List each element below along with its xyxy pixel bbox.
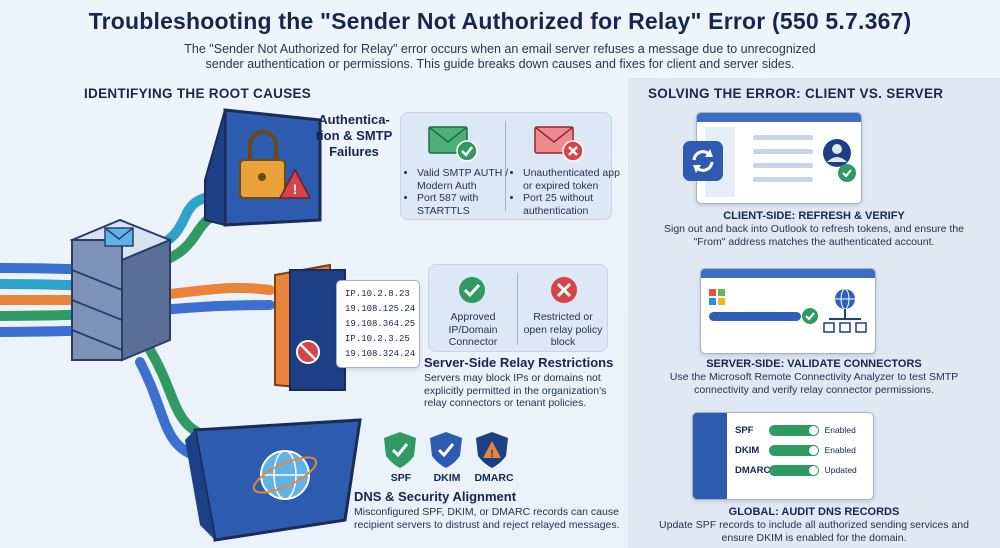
ip-entry: IP.10.2.3.25 — [345, 334, 410, 344]
global-title: GLOBAL: AUDIT DNS RECORDS — [728, 506, 900, 518]
list-item: Valid SMTP AUTH / Modern Auth — [417, 167, 517, 192]
list-item: Unauthenticated app or expired token — [523, 167, 627, 192]
dns-body: Misconfigured SPF, DKIM, or DMARC record… — [354, 506, 620, 531]
relay-body: Servers may block IPs or domains not exp… — [424, 372, 607, 409]
ip-entry: 19.108.364.25 — [345, 319, 416, 329]
outlook-window — [696, 112, 862, 204]
auth-card: Valid SMTP AUTH / Modern Auth Port 587 w… — [400, 112, 620, 220]
client-body: Sign out and back into Outlook to refres… — [663, 223, 965, 248]
divider — [505, 121, 506, 211]
dns-title: DNS & Security Alignment — [354, 489, 517, 504]
dns-records-window: SPF Enabled DKIM Enabled DMARC Updated — [692, 412, 874, 500]
auth-good-list: Valid SMTP AUTH / Modern Auth Port 587 w… — [401, 167, 517, 217]
list-item: Port 587 with STARTTLS — [417, 192, 517, 217]
account-avatar-icon — [823, 139, 856, 182]
client-title: CLIENT-SIDE: REFRESH & VERIFY — [723, 210, 905, 222]
relay-title: Server-Side Relay Restrictions — [424, 355, 614, 370]
svg-text:!: ! — [293, 181, 298, 197]
auth-bad-list: Unauthenticated app or expired token Por… — [507, 167, 627, 217]
global-body: Update SPF records to include all author… — [659, 519, 969, 544]
dkim-shield-icon — [430, 432, 462, 468]
toggle-icon — [769, 465, 819, 476]
server-stack-icon — [69, 218, 173, 362]
root-causes-illustration: ! — [0, 108, 362, 542]
dmarc-shield-icon: ! — [476, 432, 508, 468]
dns-row-dmarc: DMARC Updated — [735, 465, 857, 477]
connectivity-analyzer-window — [700, 268, 876, 354]
relay-card: Approved IP/Domain Connector Restricted … — [428, 264, 608, 352]
server-body: Use the Microsoft Remote Connectivity An… — [669, 371, 959, 396]
ip-list-window: IP.10.2.8.23 19.108.125.24 19.108.364.25… — [336, 280, 420, 368]
approved-check-icon — [459, 277, 485, 303]
shield-label: DMARC — [474, 472, 514, 484]
relay-shield-icon — [274, 263, 346, 392]
root-causes-heading: IDENTIFYING THE ROOT CAUSES — [84, 86, 312, 101]
toggle-icon — [769, 445, 819, 456]
network-globe-icon — [823, 288, 867, 333]
auth-shield-icon: ! — [204, 108, 322, 227]
refresh-icon — [683, 141, 723, 181]
approved-label: Approved IP/Domain Connector — [448, 311, 498, 348]
dns-shield-icon — [185, 418, 362, 542]
microsoft-logo-icon — [709, 289, 725, 305]
restricted-label: Restricted or open relay policy block — [523, 311, 603, 348]
restricted-x-icon — [551, 277, 577, 303]
spf-shield-icon — [384, 432, 416, 468]
shield-label: DKIM — [433, 472, 461, 484]
server-title: SERVER-SIDE: VALIDATE CONNECTORS — [706, 358, 922, 370]
intro-text: The "Sender Not Authorized for Relay" er… — [184, 42, 816, 71]
dns-shields: ! — [384, 432, 508, 468]
toggle-icon — [769, 425, 819, 436]
divider — [517, 273, 518, 345]
svg-text:!: ! — [490, 448, 494, 460]
invalid-mail-icon — [534, 126, 584, 162]
dns-row-spf: SPF Enabled — [735, 425, 856, 437]
solutions-heading: SOLVING THE ERROR: CLIENT VS. SERVER — [648, 86, 944, 101]
dns-row-dkim: DKIM Enabled — [735, 445, 856, 457]
valid-mail-icon — [428, 126, 478, 162]
ip-entry: IP.10.2.8.23 — [345, 289, 410, 299]
check-icon — [802, 308, 818, 324]
list-item: Port 25 without authentication — [523, 192, 627, 217]
ip-entry: 19.108.324.24 — [345, 349, 416, 359]
shield-label: SPF — [390, 472, 412, 484]
ip-entry: 19.108.125.24 — [345, 304, 416, 314]
progress-bar — [709, 312, 801, 321]
auth-title: Authentica- tion & SMTP Failures — [315, 112, 393, 159]
page-title: Troubleshooting the "Sender Not Authoriz… — [88, 8, 912, 34]
